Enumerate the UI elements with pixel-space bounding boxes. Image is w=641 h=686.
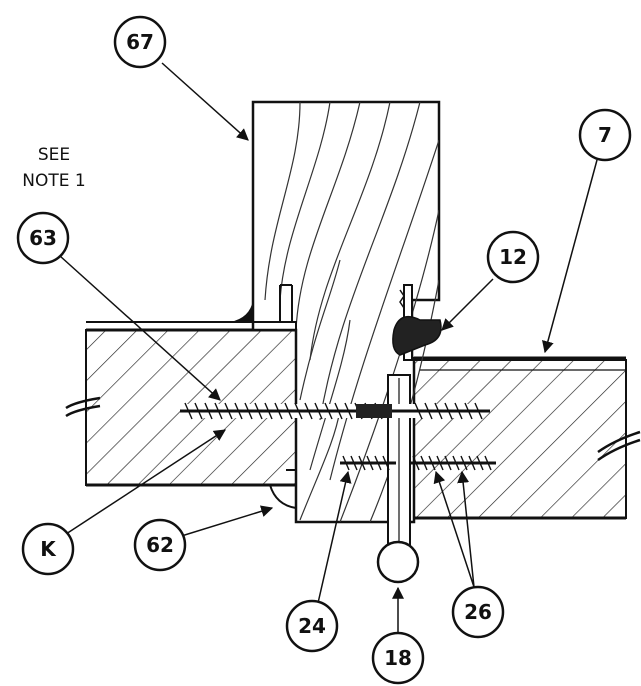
svg-text:62: 62 (146, 533, 174, 557)
leader-lines (59, 62, 598, 632)
gasket (392, 284, 442, 361)
long-screw (180, 402, 490, 420)
svg-text:26: 26 (464, 600, 492, 624)
left-flashing (86, 284, 297, 340)
right-break-marks (597, 430, 641, 462)
left-break-marks (65, 396, 101, 418)
svg-text:67: 67 (126, 30, 154, 54)
svg-text:SEE: SEE (38, 145, 70, 165)
callout-26: 26 (451, 585, 505, 639)
see-note: SEE NOTE 1 (22, 145, 85, 191)
svg-text:63: 63 (29, 226, 57, 250)
callout-24: 24 (285, 599, 339, 653)
callout-62: 62 (133, 518, 187, 572)
svg-text:NOTE 1: NOTE 1 (22, 171, 85, 191)
bottom-seal-62 (269, 469, 297, 520)
sealant-fillet (230, 300, 253, 322)
svg-text:7: 7 (598, 123, 612, 147)
right-panel (413, 356, 627, 520)
callout-12: 12 (486, 230, 540, 284)
screw-26-lower (410, 455, 496, 471)
svg-text:24: 24 (298, 614, 326, 638)
callout-K: K (21, 522, 75, 576)
callout-18: 18 (371, 631, 425, 685)
svg-text:12: 12 (499, 245, 527, 269)
callout-67: 67 (113, 15, 167, 69)
screw-24 (340, 455, 396, 471)
callout-63: 63 (16, 211, 70, 265)
svg-text:K: K (40, 537, 57, 561)
callout-7: 7 (578, 108, 632, 162)
svg-text:18: 18 (384, 646, 412, 670)
